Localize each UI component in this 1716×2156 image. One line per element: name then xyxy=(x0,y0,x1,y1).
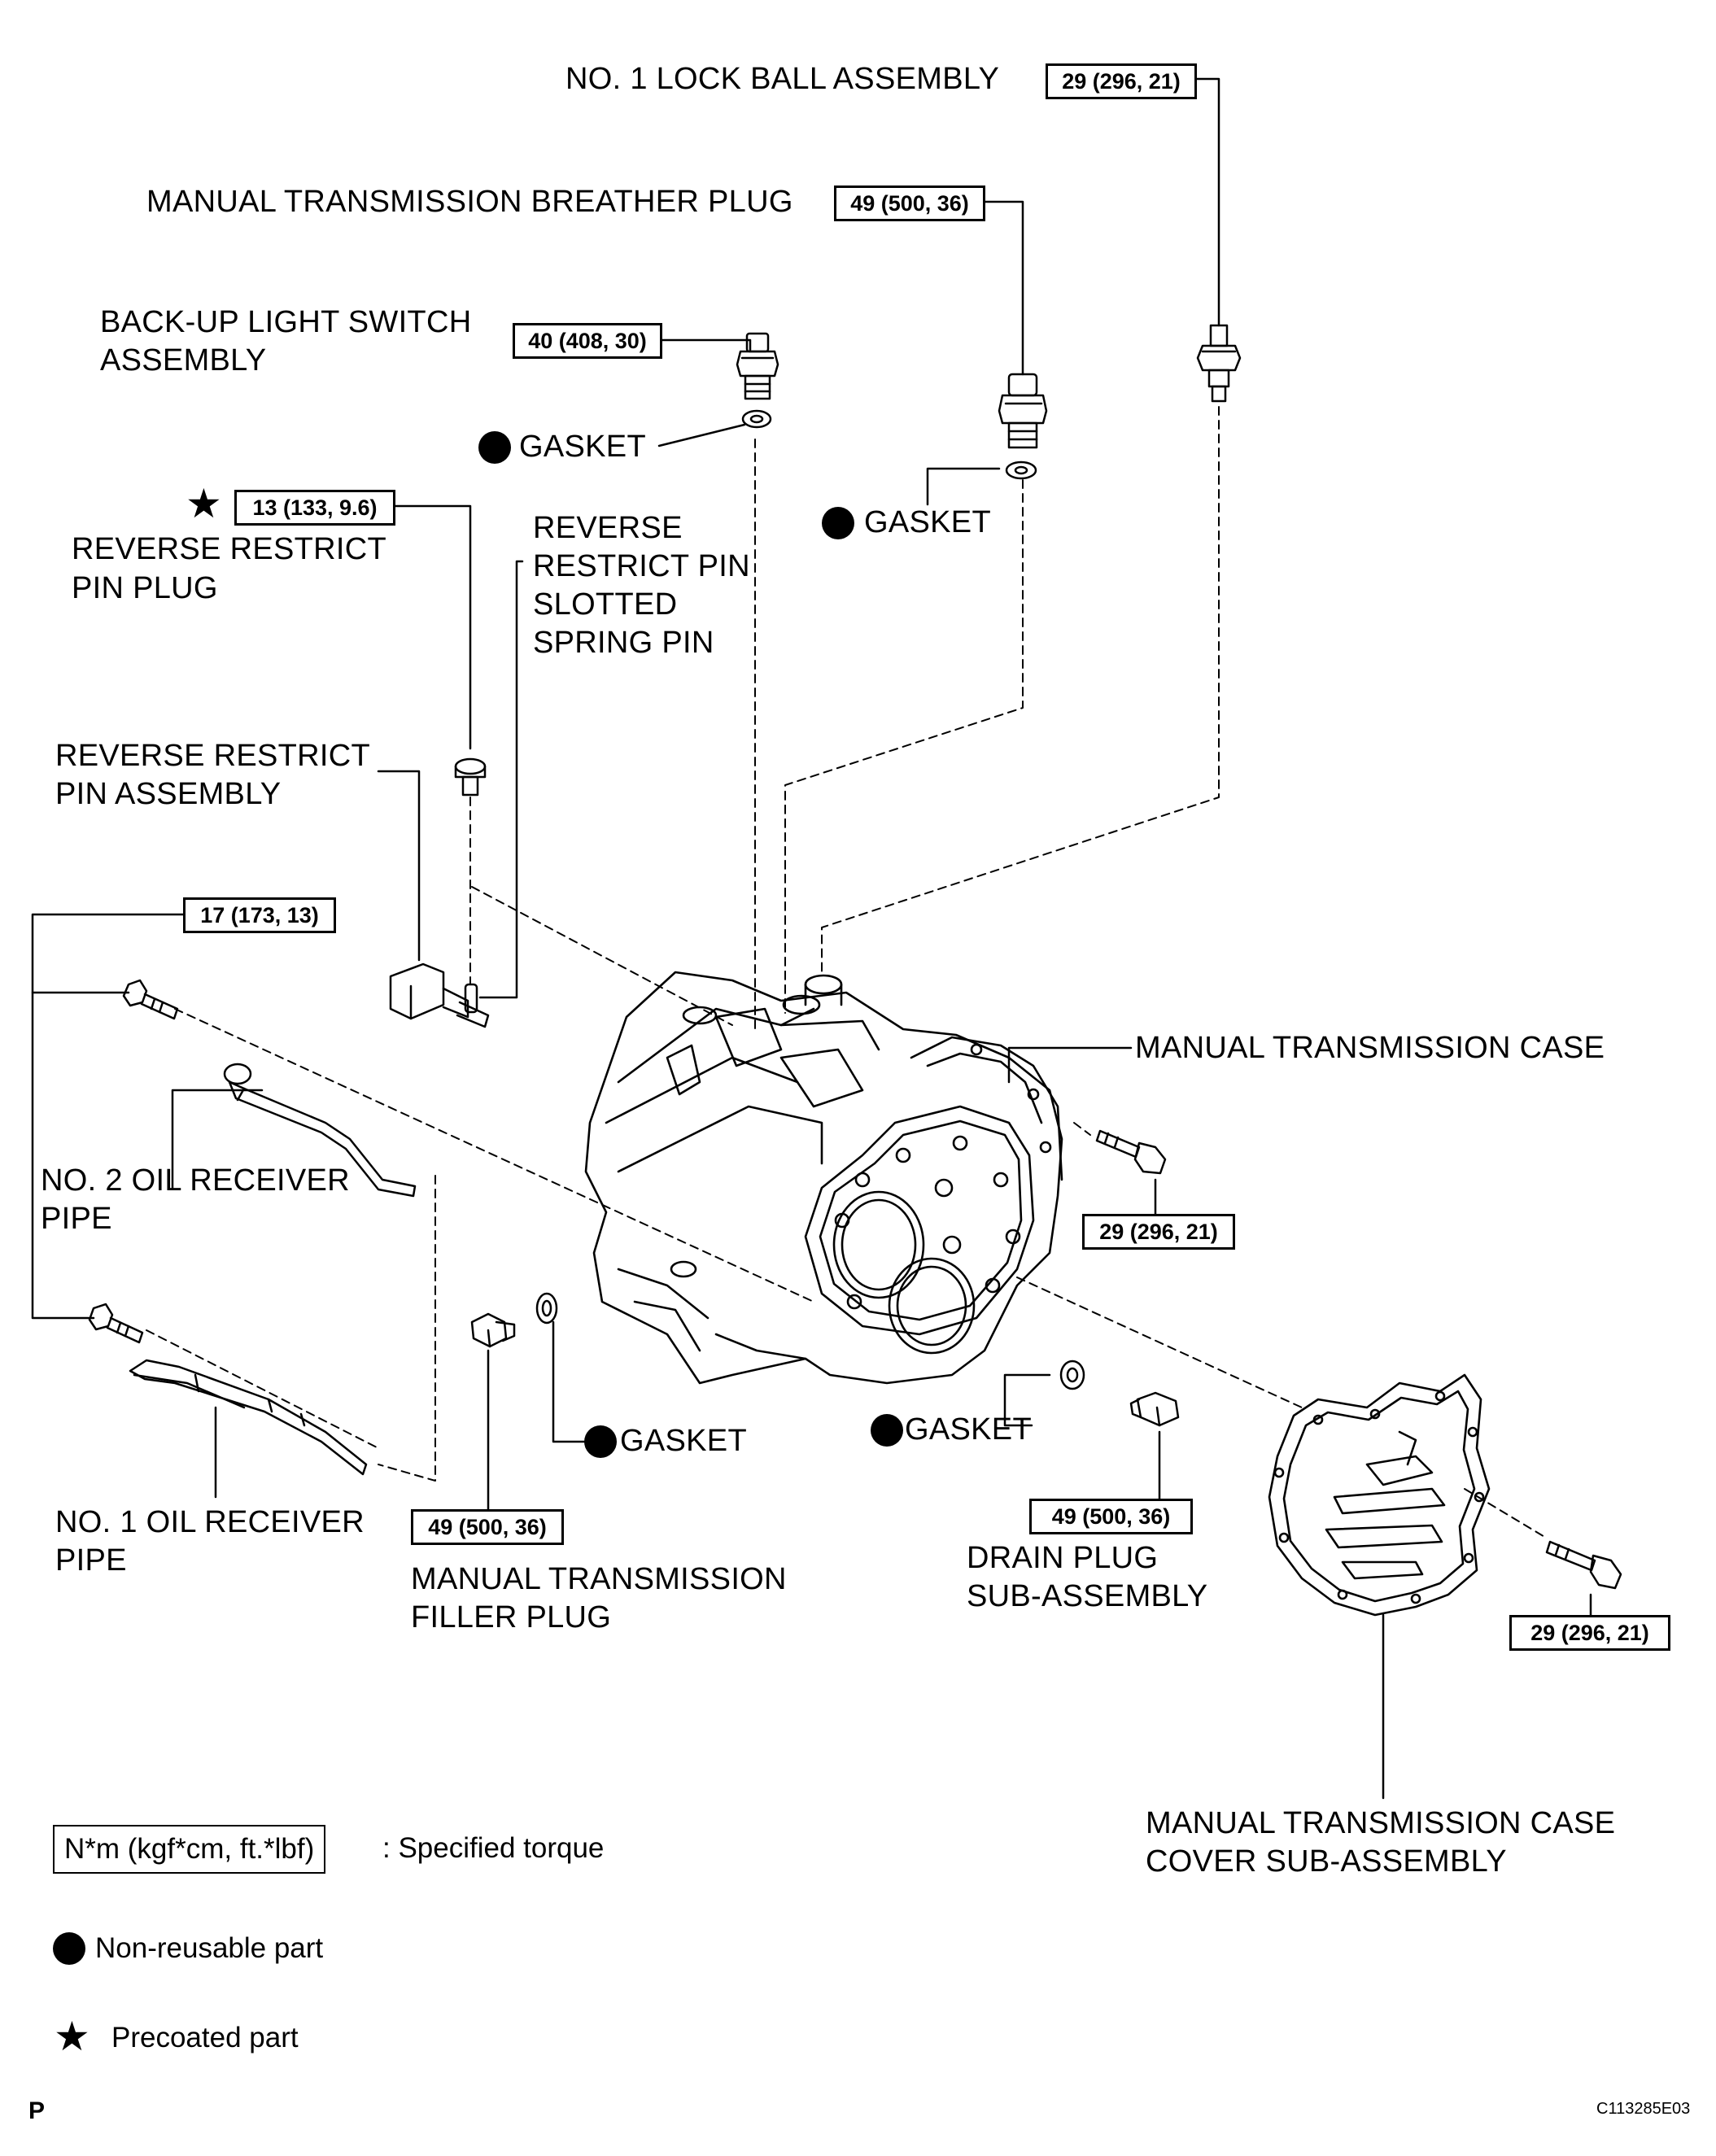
cover-bolt-torque: 29 (296, 21) xyxy=(1509,1615,1670,1651)
gasket-label-4: GASKET xyxy=(905,1412,1032,1447)
transmission-case xyxy=(584,971,1063,1385)
reverse-pin-plug-label-line2: PIN PLUG xyxy=(72,571,218,605)
drain-plug-label-line2: SUB-ASSEMBLY xyxy=(967,1579,1208,1613)
legend-precoated-star-icon: ★ xyxy=(54,2014,90,2059)
drain-gasket xyxy=(1059,1360,1085,1390)
slotted-pin-label-line3: SLOTTED xyxy=(533,587,678,622)
legend-precoated-text: Precoated part xyxy=(111,2022,299,2053)
slotted-pin-label-line4: SPRING PIN xyxy=(533,626,714,660)
breather-gasket xyxy=(1005,460,1037,480)
filler-plug-torque: 49 (500, 36) xyxy=(411,1509,564,1545)
no1-oil-pipe-label-line1: NO. 1 OIL RECEIVER xyxy=(55,1505,365,1539)
reverse-pin-plug-label-line1: REVERSE RESTRICT xyxy=(72,532,386,566)
case-cover-label-line1: MANUAL TRANSMISSION CASE xyxy=(1146,1806,1616,1840)
legend-torque-text: : Specified torque xyxy=(382,1832,605,1864)
case-cover xyxy=(1268,1373,1491,1617)
oil-pipe-bolt-upper xyxy=(122,979,179,1020)
case-cover-label-line2: COVER SUB-ASSEMBLY xyxy=(1146,1844,1507,1879)
legend-non-reusable-text: Non-reusable part xyxy=(95,1932,324,1964)
non-reusable-icon xyxy=(871,1414,903,1447)
no2-oil-pipe-label-line2: PIPE xyxy=(41,1202,112,1236)
lock-ball-torque: 29 (296, 21) xyxy=(1046,63,1197,99)
oil-pipe-bolt-torque: 17 (173, 13) xyxy=(183,897,336,933)
filler-plug-label-line1: MANUAL TRANSMISSION xyxy=(411,1562,787,1596)
image-code: C113285E03 xyxy=(1596,2100,1691,2118)
slotted-pin-label-line2: RESTRICT PIN xyxy=(533,549,750,583)
legend-torque-box: N*m (kgf*cm, ft.*lbf) xyxy=(53,1825,326,1874)
no2-oil-receiver-pipe xyxy=(223,1063,417,1198)
drain-plug xyxy=(1129,1391,1180,1427)
gasket-label-3: GASKET xyxy=(620,1424,747,1458)
lock-ball-assembly xyxy=(1196,324,1242,403)
filler-plug-label-line2: FILLER PLUG xyxy=(411,1600,612,1634)
reverse-restrict-pin-assembly xyxy=(389,962,490,1028)
page-mark: P xyxy=(28,2097,46,2124)
breather-plug-torque: 49 (500, 36) xyxy=(834,185,985,221)
no2-oil-pipe-label-line1: NO. 2 OIL RECEIVER xyxy=(41,1163,350,1198)
leader-lines xyxy=(31,77,1592,1800)
drain-plug-torque: 49 (500, 36) xyxy=(1029,1499,1193,1534)
dashed-alignment-lines xyxy=(146,406,1547,1538)
non-reusable-icon xyxy=(478,431,511,464)
no1-oil-receiver-pipe xyxy=(129,1359,368,1476)
reverse-pin-assy-label-line1: REVERSE RESTRICT xyxy=(55,739,370,773)
gasket-label-1: GASKET xyxy=(519,430,646,464)
non-reusable-icon xyxy=(822,507,854,539)
backup-switch-label-line2: ASSEMBLY xyxy=(100,343,267,378)
lock-ball-assembly-label: NO. 1 LOCK BALL ASSEMBLY xyxy=(565,62,1000,96)
transmission-case-label: MANUAL TRANSMISSION CASE xyxy=(1135,1031,1605,1065)
backup-switch-label-line1: BACK-UP LIGHT SWITCH xyxy=(100,305,472,339)
filler-gasket xyxy=(535,1292,558,1325)
breather-plug xyxy=(998,373,1048,449)
reverse-pin-plug-torque: 13 (133, 9.6) xyxy=(234,490,395,526)
gasket-label-2: GASKET xyxy=(864,505,991,539)
precoated-star-icon: ★ xyxy=(186,481,222,526)
slotted-pin-label-line1: REVERSE xyxy=(533,511,683,545)
reverse-restrict-pin-plug xyxy=(454,757,487,796)
case-bolt-torque: 29 (296, 21) xyxy=(1082,1214,1235,1250)
filler-plug xyxy=(470,1312,516,1348)
backup-switch-gasket xyxy=(741,409,772,429)
non-reusable-icon xyxy=(584,1425,617,1458)
backup-light-switch xyxy=(736,332,779,400)
slotted-spring-pin xyxy=(464,983,478,1014)
backup-switch-torque: 40 (408, 30) xyxy=(513,323,662,359)
cover-bolt xyxy=(1545,1540,1622,1590)
legend-non-reusable-icon xyxy=(53,1932,85,1965)
case-bolt xyxy=(1095,1129,1167,1175)
breather-plug-label: MANUAL TRANSMISSION BREATHER PLUG xyxy=(146,185,793,219)
oil-pipe-bolt-lower xyxy=(88,1303,144,1344)
no1-oil-pipe-label-line2: PIPE xyxy=(55,1543,127,1578)
drain-plug-label-line1: DRAIN PLUG xyxy=(967,1541,1159,1575)
reverse-pin-assy-label-line2: PIN ASSEMBLY xyxy=(55,777,282,811)
